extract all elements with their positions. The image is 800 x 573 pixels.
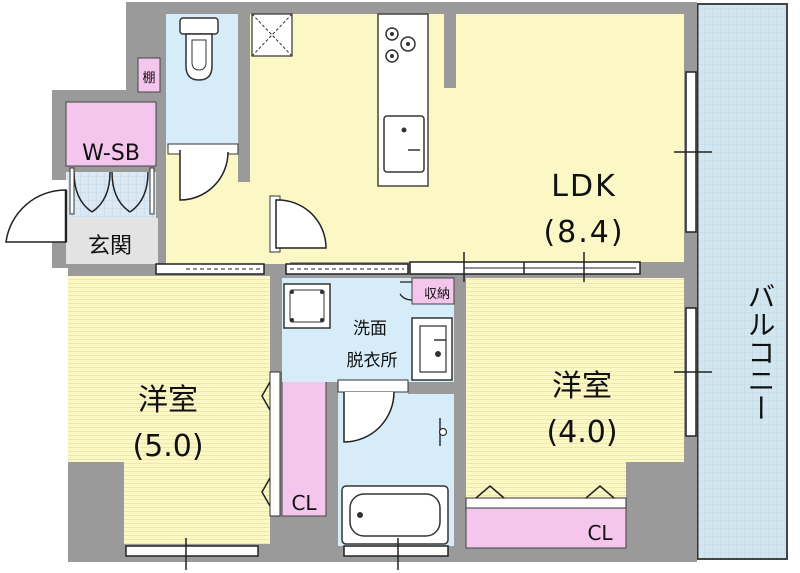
wash-basin-icon xyxy=(411,317,453,381)
closet-right: CL xyxy=(465,507,627,549)
bedroom-right: 洋室 (4.0) xyxy=(466,278,684,500)
washing-machine-icon xyxy=(283,283,331,329)
windows xyxy=(125,71,712,570)
partition-sliding-doors xyxy=(155,252,641,282)
front-door-icon xyxy=(5,180,68,243)
hall-door-icon xyxy=(269,195,327,253)
closet-right-door-icon xyxy=(465,485,627,509)
washroom-label-2: 脱衣所 xyxy=(347,351,398,371)
bedroom-right-name: 洋室 xyxy=(552,369,612,404)
shelf: 棚 xyxy=(137,57,161,93)
stove-icon xyxy=(385,27,416,63)
ldk-size: (8.4) xyxy=(543,215,624,250)
bedroom-left-size: (5.0) xyxy=(132,429,203,464)
kitchen-sink-icon xyxy=(383,115,425,173)
washroom-label-1: 洗面 xyxy=(353,319,387,339)
bath-door-icon xyxy=(337,379,409,443)
ldk-label: LDK (8.4) xyxy=(543,169,624,250)
balcony-name: バルコニー xyxy=(744,282,777,422)
balcony-label: バルコニー xyxy=(744,282,777,422)
shelf-label: 棚 xyxy=(142,71,155,86)
closet-left-door-icon xyxy=(261,371,281,517)
toilet-icon xyxy=(179,17,219,81)
ldk-name: LDK xyxy=(551,169,617,204)
bathtub-icon xyxy=(341,485,449,545)
closet-left: CL xyxy=(281,371,327,517)
faucet-icon xyxy=(438,418,448,446)
fridge-space-icon xyxy=(251,13,293,57)
closet-left-label: CL xyxy=(291,491,317,515)
toilet-door-icon xyxy=(167,143,239,201)
storage: 収納 xyxy=(399,277,455,305)
shoe-box-label: W-SB xyxy=(82,141,140,166)
bedroom-left-name: 洋室 xyxy=(138,383,198,418)
shoe-box-door-icon xyxy=(69,167,155,215)
entrance: 玄関 xyxy=(66,172,158,264)
bedroom-right-size: (4.0) xyxy=(546,415,617,450)
shoe-box: W-SB xyxy=(65,101,157,167)
ldk-room xyxy=(250,14,684,262)
entrance-label: 玄関 xyxy=(88,234,132,259)
closet-right-label: CL xyxy=(587,521,613,545)
storage-label: 収納 xyxy=(424,287,450,302)
bedroom-left: 洋室 (5.0) xyxy=(68,276,270,544)
